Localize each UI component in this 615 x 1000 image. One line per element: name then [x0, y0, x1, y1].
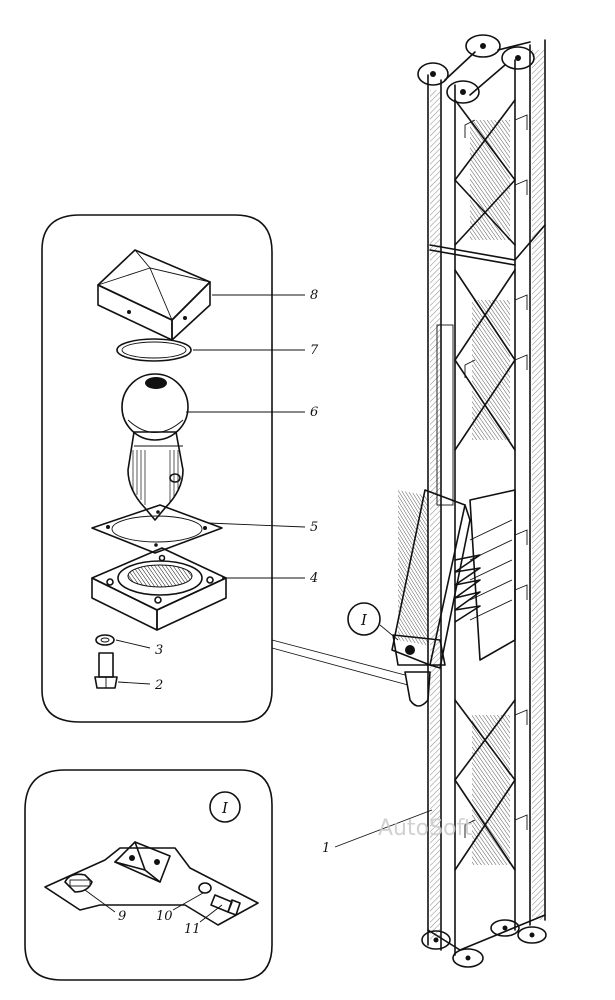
part-7-ring	[116, 338, 192, 362]
callout-8: 8	[310, 288, 318, 303]
lower-detail-frame	[24, 769, 273, 981]
part-3-washer	[95, 634, 115, 646]
part-2-bolt	[94, 652, 118, 689]
mast-tower	[391, 34, 547, 968]
callout-4: 4	[309, 571, 318, 586]
watermark: AutoSoft	[378, 816, 473, 841]
part-8-cap-block	[97, 249, 211, 341]
mast-detail-I-marker: I	[347, 602, 399, 641]
upper-detail-frame	[41, 214, 273, 723]
callout-2: 2	[154, 678, 163, 693]
part-6-ball-pin	[121, 373, 189, 521]
detail-pointer-lines	[271, 639, 409, 686]
detail-I-label: I	[221, 799, 229, 817]
callout-3: 3	[155, 643, 163, 658]
detail-I-marker: I	[209, 791, 241, 823]
part-5-gasket	[91, 504, 223, 554]
callout-10: 10	[156, 909, 173, 924]
callout-9: 9	[118, 909, 126, 924]
callout-7: 7	[310, 343, 319, 358]
detail-I-bracket	[44, 841, 259, 926]
callout-11: 11	[184, 922, 201, 937]
callout-5: 5	[310, 520, 318, 535]
callout-1: 1	[322, 841, 330, 856]
upper-leaders	[115, 294, 306, 685]
callout-6: 6	[310, 405, 318, 420]
leader-1	[334, 809, 433, 848]
mast-detail-I-label: I	[360, 611, 368, 629]
part-4-socket-flange	[91, 547, 227, 631]
lower-leaders	[84, 889, 223, 923]
